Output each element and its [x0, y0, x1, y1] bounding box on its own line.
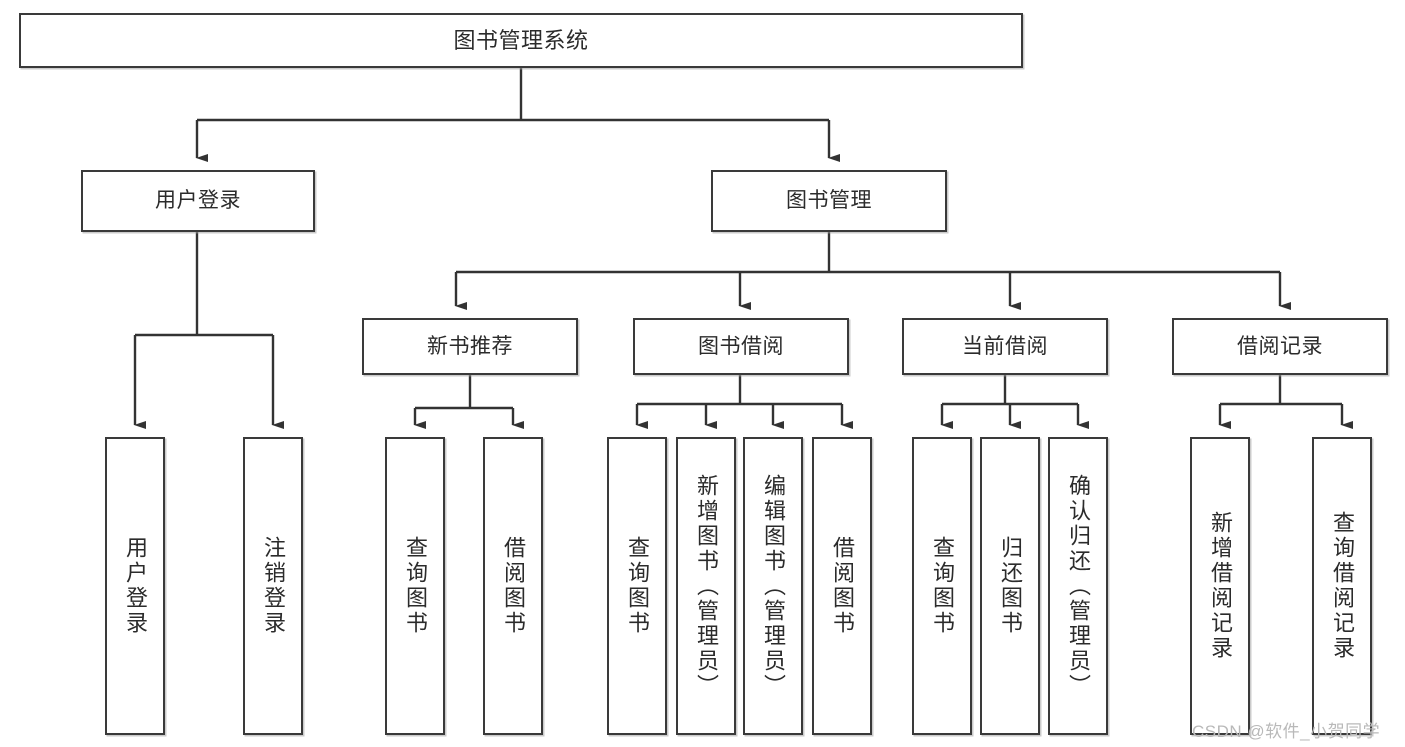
node-new-book-recommend-label: 新书推荐: [427, 334, 513, 358]
leaf-borrow-book[interactable]: 借阅图书: [812, 437, 872, 735]
leaf-logout[interactable]: 注销登录: [243, 437, 303, 735]
node-new-book-recommend[interactable]: 新书推荐: [362, 318, 578, 375]
node-user-login[interactable]: 用户登录: [81, 170, 315, 232]
leaf-borrow-book-recommend[interactable]: 借阅图书: [483, 437, 543, 735]
node-borrow-record[interactable]: 借阅记录: [1172, 318, 1388, 375]
node-root-label: 图书管理系统: [453, 27, 589, 53]
leaf-confirm-return-admin[interactable]: 确认归还（管理员）: [1048, 437, 1108, 735]
leaf-add-borrow-record[interactable]: 新增借阅记录: [1190, 437, 1250, 735]
leaf-return-book-label: 归还图书: [998, 536, 1023, 636]
leaf-borrow-book-label: 借阅图书: [830, 536, 855, 636]
leaf-query-book-recommend-label: 查询图书: [403, 536, 428, 636]
leaf-query-book-borrow-label: 查询图书: [625, 536, 650, 636]
leaf-logout-label: 注销登录: [261, 536, 286, 636]
leaf-query-book-current[interactable]: 查询图书: [912, 437, 972, 735]
leaf-query-book-recommend[interactable]: 查询图书: [385, 437, 445, 735]
leaf-confirm-return-admin-label: 确认归还（管理员）: [1066, 473, 1091, 699]
node-user-login-label: 用户登录: [155, 189, 241, 212]
node-current-borrow-label: 当前借阅: [962, 334, 1048, 358]
leaf-user-login[interactable]: 用户登录: [105, 437, 165, 735]
leaf-add-book-admin-label: 新增图书（管理员）: [694, 473, 719, 699]
watermark-text: CSDN @软件_小贺同学: [1192, 722, 1381, 741]
leaf-query-book-current-label: 查询图书: [930, 536, 955, 636]
leaf-return-book[interactable]: 归还图书: [980, 437, 1040, 735]
node-root[interactable]: 图书管理系统: [19, 13, 1023, 68]
node-current-borrow[interactable]: 当前借阅: [902, 318, 1108, 375]
leaf-add-book-admin[interactable]: 新增图书（管理员）: [676, 437, 736, 735]
leaf-add-borrow-record-label: 新增借阅记录: [1208, 511, 1233, 661]
leaf-borrow-book-recommend-label: 借阅图书: [501, 536, 526, 636]
node-book-borrow[interactable]: 图书借阅: [633, 318, 849, 375]
leaf-edit-book-admin[interactable]: 编辑图书（管理员）: [743, 437, 803, 735]
node-borrow-record-label: 借阅记录: [1237, 334, 1323, 358]
leaf-user-login-label: 用户登录: [123, 536, 148, 636]
node-book-management-label: 图书管理: [786, 189, 872, 212]
leaf-query-book-borrow[interactable]: 查询图书: [607, 437, 667, 735]
node-book-management[interactable]: 图书管理: [711, 170, 947, 232]
leaf-query-borrow-record[interactable]: 查询借阅记录: [1312, 437, 1372, 735]
leaf-query-borrow-record-label: 查询借阅记录: [1330, 511, 1355, 661]
node-book-borrow-label: 图书借阅: [698, 334, 784, 358]
leaf-edit-book-admin-label: 编辑图书（管理员）: [761, 473, 786, 699]
